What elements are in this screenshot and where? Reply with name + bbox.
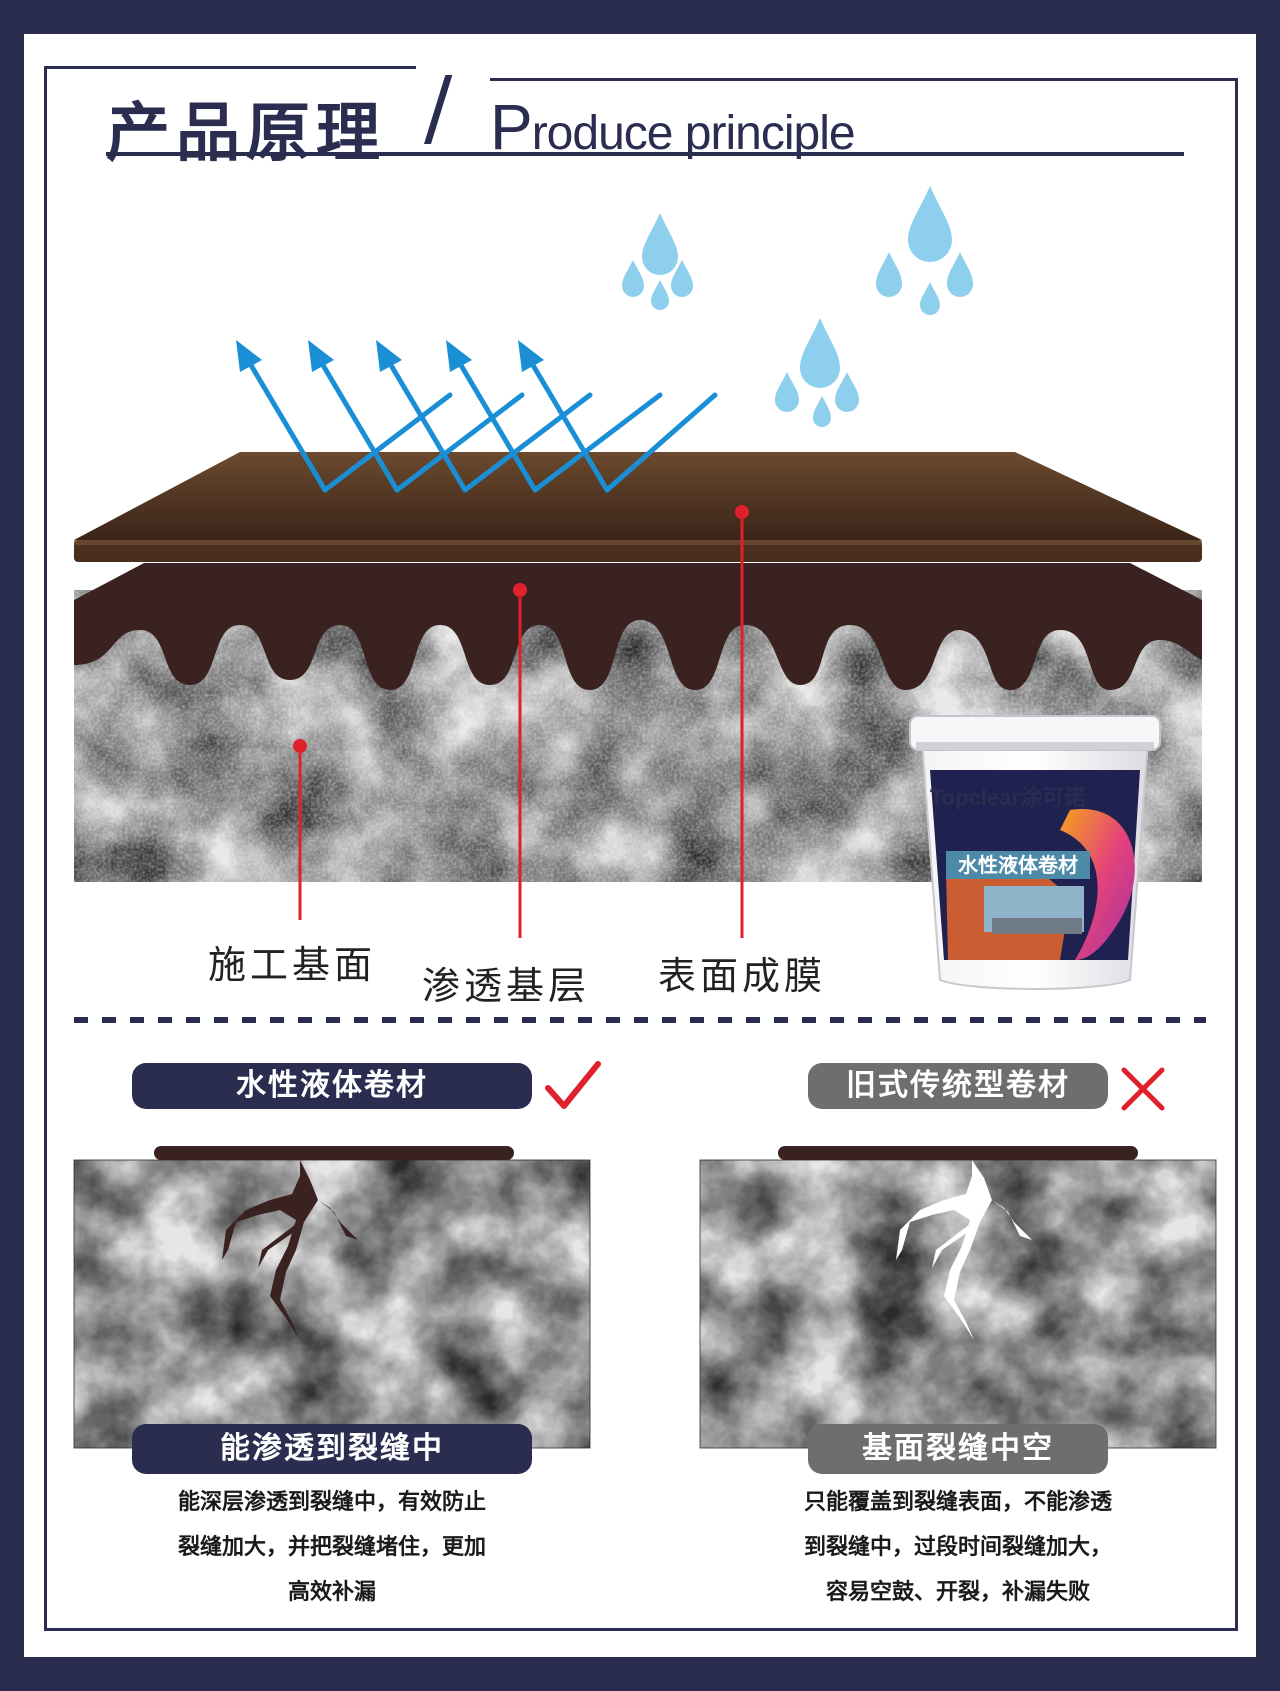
crack-filled-panel (73, 1146, 591, 1449)
frame-line (44, 66, 47, 1631)
water-drops (622, 186, 973, 427)
label-penetration: 渗透基层 (422, 964, 591, 1008)
caption-penetrates: 能渗透到裂缝中 (132, 1424, 532, 1474)
tag-traditional: 旧式传统型卷材 (808, 1063, 1108, 1109)
cross-icon (1121, 1067, 1165, 1111)
desc-line: 只能覆盖到裂缝表面，不能渗透 (803, 1490, 1112, 1515)
surface-film (74, 452, 1202, 562)
label-substrate: 施工基面 (208, 943, 377, 987)
frame-line (1235, 78, 1238, 1631)
desc-right: 只能覆盖到裂缝表面，不能渗透 到裂缝中，过段时间裂缝加大， 容易空鼓、开裂，补漏… (748, 1480, 1168, 1615)
bucket-brand: Topclear涂可诺 (930, 780, 1086, 812)
desc-line: 裂缝加大，并把裂缝堵住，更加 (177, 1535, 486, 1560)
brand-name: Topclear (930, 785, 1021, 810)
brand-name-cn: 涂可诺 (1020, 785, 1087, 810)
frame-line (490, 78, 1238, 81)
tag-water-based: 水性液体卷材 (132, 1063, 532, 1109)
label-markers (293, 505, 749, 938)
frame-line (44, 1628, 1238, 1631)
page-title-en: Produce principle (490, 90, 856, 164)
penetration-layer (74, 563, 1202, 690)
desc-line: 能深层渗透到裂缝中，有效防止 (177, 1490, 486, 1515)
frame-line (44, 66, 416, 69)
desc-line: 容易空鼓、开裂，补漏失败 (825, 1580, 1090, 1605)
desc-left: 能深层渗透到裂缝中，有效防止 裂缝加大，并把裂缝堵住，更加 高效补漏 (122, 1480, 542, 1615)
title-en-rest: roduce principle (531, 107, 856, 160)
desc-line: 高效补漏 (287, 1580, 376, 1605)
arrow-heads (236, 340, 544, 372)
title-underline (106, 152, 1184, 156)
desc-line: 到裂缝中，过段时间裂缝加大， (803, 1535, 1112, 1560)
section-divider (74, 1017, 1206, 1023)
crack-hollow-panel (699, 1146, 1217, 1449)
caption-hollow: 基面裂缝中空 (808, 1424, 1108, 1474)
water-repel-arrows (239, 347, 718, 493)
title-slash: / (424, 58, 453, 156)
check-icon (545, 1061, 601, 1109)
label-film: 表面成膜 (658, 954, 827, 998)
bucket-product-name: 水性液体卷材 (946, 851, 1090, 879)
title-en-initial: P (490, 91, 533, 163)
page-title-cn: 产品原理 (106, 97, 386, 171)
